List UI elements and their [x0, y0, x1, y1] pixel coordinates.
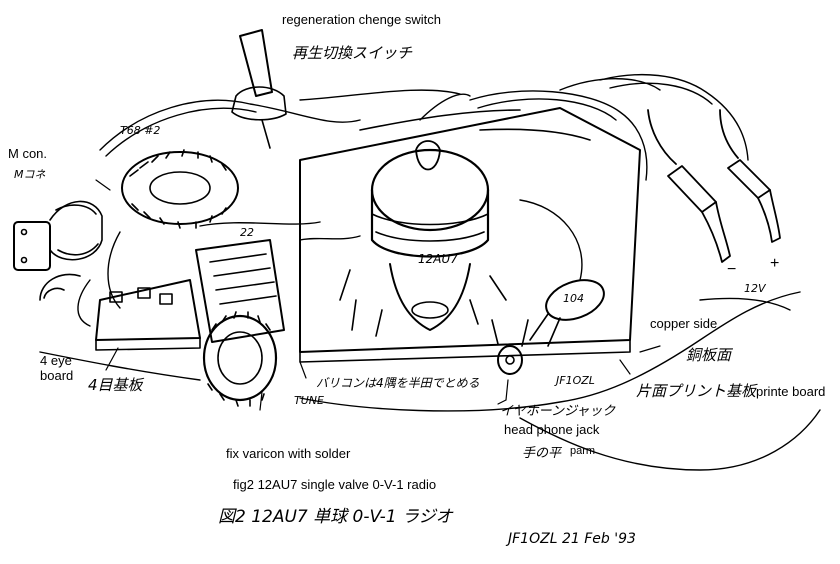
- headphone-label: head phone jack: [504, 422, 600, 437]
- capacitor-104: [529, 279, 605, 347]
- printed-board-label: printe board: [756, 384, 826, 399]
- regen-switch: [231, 29, 287, 149]
- varicon-note-jp: バリコンは4隅を半田でとめる: [316, 376, 480, 390]
- printed-board-label-jp: 片面プリント基板: [636, 382, 757, 400]
- signature: JF1OZL 21 Feb '93: [508, 531, 636, 547]
- four-eye-board: [95, 279, 201, 351]
- voltage-label: 12V: [744, 282, 766, 295]
- printed-board: [299, 107, 641, 363]
- copper-side-label: copper side: [650, 316, 718, 331]
- plus-terminal: +: [770, 255, 780, 272]
- figure-caption: fig2 12AU7 single valve 0-V-1 radio: [233, 477, 437, 492]
- fix-varicon-label: fix varicon with solder: [226, 446, 351, 461]
- power-plugs: [647, 109, 781, 263]
- minus-terminal: −: [727, 261, 737, 278]
- figure-caption-jp: 図2 12AU7 単球 0-V-1 ラジオ: [218, 507, 453, 527]
- toroid-label: T68 #2: [120, 124, 161, 137]
- vacuum-tube-12au7: [339, 140, 507, 337]
- capacitor-label: 104: [563, 292, 584, 305]
- tune-label: TUNE: [294, 394, 324, 407]
- headphone-jack: [491, 319, 529, 375]
- m-con-label: M con.: [8, 146, 48, 161]
- tube-label: 12AU7: [418, 252, 458, 266]
- copper-side-label-jp: 銅板面: [686, 346, 732, 364]
- four-eye-board-label: 4 eye board: [40, 353, 74, 383]
- m-con-label-jp: Mコネ: [14, 168, 46, 181]
- palm-label-jp: 手の平: [522, 446, 562, 461]
- wiring: [77, 73, 749, 327]
- toroid-coil: [121, 149, 239, 229]
- regen-switch-label-jp: 再生切換スイッチ: [292, 44, 413, 62]
- small-cap-label: 22: [240, 226, 254, 239]
- palm-label: parm: [570, 445, 596, 457]
- tune-knob: [195, 239, 285, 407]
- palm-outline: [39, 291, 821, 471]
- headphone-label-jp: イヤホーンジャック: [500, 404, 616, 419]
- four-eye-board-label-jp: 4目基板: [88, 376, 143, 394]
- board-callsign: JF1OZL: [556, 374, 595, 387]
- regen-switch-label: regeneration chenge switch: [282, 12, 441, 27]
- m-connector: [13, 200, 103, 301]
- leader-lines: [95, 179, 661, 411]
